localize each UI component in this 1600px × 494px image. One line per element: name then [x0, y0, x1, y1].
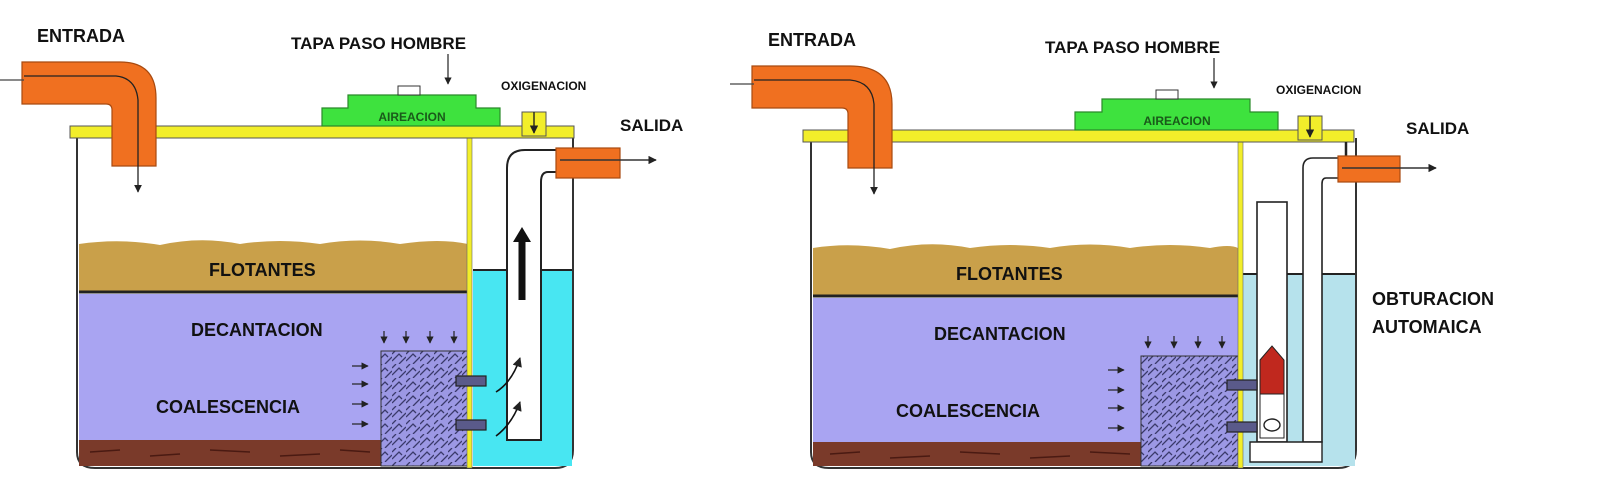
diagram-left: AIREACION ENTRA: [0, 26, 683, 469]
aeration-label: AIREACION: [1143, 114, 1210, 128]
outlet-pipe: [1337, 155, 1401, 183]
coalescence-label: COALESCENCIA: [896, 401, 1040, 421]
outlet-label: SALIDA: [1406, 119, 1469, 138]
rising-flow-head: [513, 227, 531, 242]
flow-curve-upper: [495, 357, 522, 393]
valve-port: [1263, 418, 1281, 432]
manhole-cover: [1074, 98, 1279, 131]
obturation-label-line2: AUTOMAICA: [1372, 317, 1482, 337]
transfer-tube-lower: [1226, 421, 1258, 433]
outlet-label: SALIDA: [620, 116, 683, 135]
oxygenation-label: OXIGENACION: [1276, 83, 1361, 97]
downflow-arrows: [1144, 336, 1226, 349]
inlet-flow-arrow: [754, 79, 878, 195]
downflow-arrows: [380, 331, 458, 344]
sludge-layer: [813, 442, 1141, 466]
transfer-tube-upper: [1226, 379, 1258, 391]
manhole-handle: [1155, 89, 1179, 100]
coalescence-label: COALESCENCIA: [156, 397, 300, 417]
aeration-label: AIREACION: [378, 110, 445, 124]
manhole-cover: [321, 94, 501, 127]
inlet-flow-arrow: [24, 75, 142, 193]
transfer-tube-lower: [455, 419, 487, 431]
tapa-label: TAPA PASO HOMBRE: [1045, 38, 1220, 57]
flow-curve-lower: [495, 401, 522, 437]
divider-wall: [466, 137, 473, 469]
divider-wall: [1237, 141, 1244, 469]
inlet-pipe: [751, 65, 893, 169]
outlet-pipe: [555, 147, 621, 179]
obturation-label-line1: OBTURACION: [1372, 289, 1494, 309]
tapa-label: TAPA PASO HOMBRE: [291, 34, 466, 53]
transfer-tube-upper: [455, 375, 487, 387]
coalescing-filter: [1140, 355, 1239, 467]
decantation-label: DECANTACION: [934, 324, 1066, 344]
inflow-arrows: [1108, 366, 1125, 432]
floats-layer: [813, 244, 1238, 296]
floats-label: FLOTANTES: [209, 260, 316, 280]
sludge-layer: [79, 440, 381, 466]
inflow-arrows: [352, 362, 369, 428]
sludge-texture: [89, 449, 371, 457]
inlet-pipe: [21, 61, 157, 167]
diagram-right: AIREACION ENTRADA TAPA PASO HOM: [730, 30, 1494, 469]
manhole-handle: [397, 85, 421, 96]
floats-label: FLOTANTES: [956, 264, 1063, 284]
decantation-label: DECANTACION: [191, 320, 323, 340]
bottom-connector: [1249, 441, 1323, 463]
inlet-label: ENTRADA: [37, 26, 125, 46]
floats-layer: [79, 240, 468, 292]
valve-float: [1259, 345, 1285, 395]
oxygenation-label: OXIGENACION: [501, 79, 586, 93]
inlet-label: ENTRADA: [768, 30, 856, 50]
sludge-texture: [829, 451, 1131, 459]
coalescing-filter: [380, 350, 469, 467]
